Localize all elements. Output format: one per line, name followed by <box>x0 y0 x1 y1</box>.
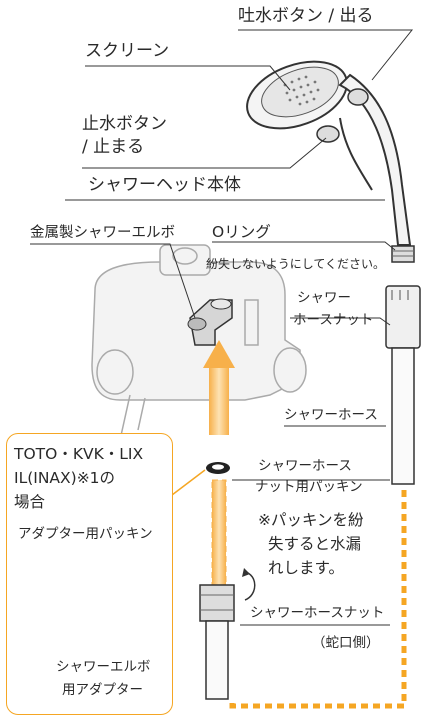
label-spout-button: 吐水ボタン / 出る <box>238 6 374 26</box>
callout-box <box>6 433 173 715</box>
showerhead <box>246 60 415 263</box>
label-hose-nut-top-1: シャワー <box>297 290 351 306</box>
callout-line-1: TOTO・KVK・LIX <box>14 445 144 463</box>
label-hose-nut-top-2: ホースナット <box>293 312 374 328</box>
label-stop-button-1: 止水ボタン <box>82 114 167 134</box>
label-packing-2: ナット用パッキン <box>255 479 363 495</box>
label-elbow-adapter-1: シャワーエルボ <box>56 659 151 675</box>
callout-line-3: 場合 <box>14 493 46 511</box>
label-elbow-adapter-2: 用アダプター <box>62 682 143 698</box>
metal-elbow <box>187 298 233 346</box>
label-o-ring-note: 紛失しないようにしてください。 <box>206 257 386 271</box>
packing-ring <box>206 462 230 474</box>
leader-lines <box>19 29 414 691</box>
label-adapter-packing: アダプター用パッキン <box>18 526 153 542</box>
label-showerhead-body: シャワーヘッド本体 <box>88 175 241 195</box>
label-packing-1: シャワーホース <box>258 458 352 474</box>
bottom-hose-assembly <box>199 568 256 700</box>
label-metal-elbow: 金属製シャワーエルボ <box>30 225 175 241</box>
hose-path-dashed <box>229 490 407 709</box>
label-screen: スクリーン <box>85 41 170 61</box>
callout-connector <box>171 469 206 496</box>
label-o-ring: Oリング <box>212 223 271 241</box>
label-warning-1: ※パッキンを紛 <box>258 511 364 529</box>
flow-arrow <box>203 340 235 586</box>
label-shower-hose: シャワーホース <box>284 407 378 423</box>
right-hose <box>385 285 421 485</box>
label-warning-2: 失すると水漏 <box>268 535 362 553</box>
label-warning-3: れします。 <box>268 559 344 577</box>
label-hose-nut-bottom: シャワーホースナット <box>250 605 385 621</box>
callout-line-2: IL(INAX)※1の <box>14 469 116 487</box>
label-faucet-side: （蛇口側） <box>312 635 380 651</box>
label-stop-button-2: / 止まる <box>82 137 145 157</box>
